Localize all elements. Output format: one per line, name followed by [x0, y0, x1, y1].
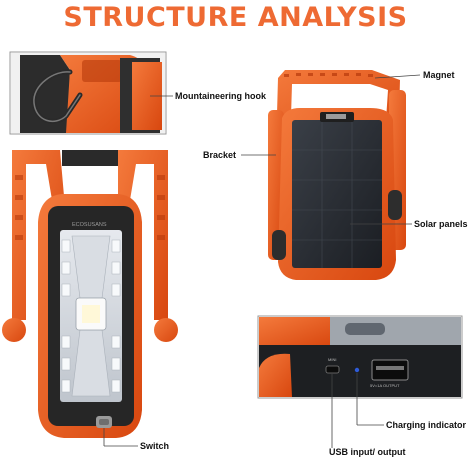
carabiner-hook-icon [31, 69, 83, 124]
usb-ports-inset [257, 315, 463, 399]
label-magnet: Magnet [423, 70, 455, 80]
usb-port-label: 5V=1A OUTPUT [370, 383, 400, 388]
micro-port-label: MINI [328, 357, 336, 362]
label-bracket: Bracket [203, 150, 237, 160]
label-charging-indicator: Charging indicator [386, 420, 467, 430]
hook-inset [9, 51, 167, 135]
lamp-front [2, 150, 178, 438]
solar-lamp-back [268, 70, 406, 280]
brand-logo-text: ECOSUSANS [72, 222, 107, 228]
label-usb-input-output: USB input/ output [329, 447, 406, 457]
label-mountaineering-hook: Mountaineering hook [175, 91, 266, 101]
label-solar-panels: Solar panels [414, 219, 468, 229]
leader-lines [103, 74, 421, 448]
label-switch: Switch [140, 441, 170, 451]
page-title: STRUCTURE ANALYSIS [63, 2, 408, 33]
